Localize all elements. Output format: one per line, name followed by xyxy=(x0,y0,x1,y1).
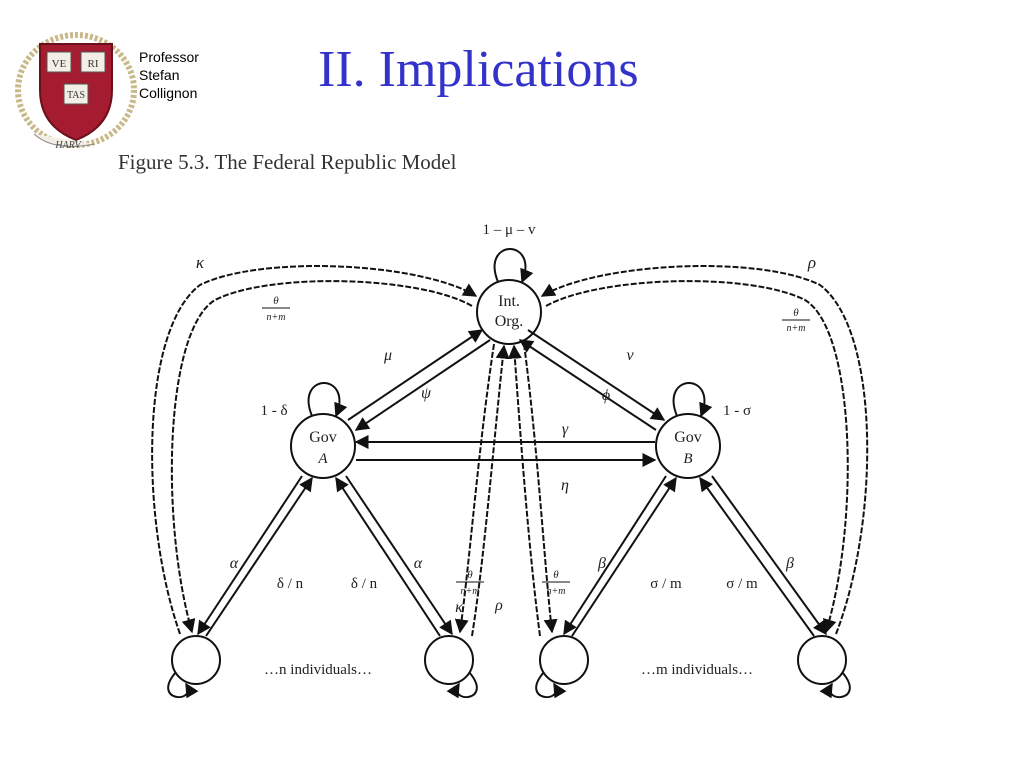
dashed-m-to-int xyxy=(507,344,541,637)
self-loop-gov-b xyxy=(672,382,713,418)
label-kappa: κ xyxy=(196,253,205,272)
arrow-ind-to-gov-a xyxy=(335,476,441,637)
logo-text-ve: VE xyxy=(52,58,67,70)
arrow-gov-a-to-int xyxy=(347,329,484,421)
author-block: Professor Stefan Collignon xyxy=(139,48,199,102)
label-alpha-left: α xyxy=(230,555,239,572)
node-individual xyxy=(539,635,589,685)
arrow-int-to-gov-b xyxy=(527,329,666,421)
self-loop-individual xyxy=(819,671,851,699)
author-line: Collignon xyxy=(139,85,198,101)
self-loop-individual xyxy=(167,671,199,699)
self-loop-gov-a xyxy=(307,382,348,418)
svg-text:n+m: n+m xyxy=(267,312,286,323)
label-delta-n-right: δ / n xyxy=(351,576,378,592)
arrow-gov-b-to-ind xyxy=(711,475,827,636)
dashed-int-to-n xyxy=(454,343,495,634)
label-gamma: γ xyxy=(562,421,569,438)
group-m-label: …m individuals… xyxy=(641,662,753,678)
node-gov-b xyxy=(655,413,721,479)
label-self-b: 1 - σ xyxy=(723,403,751,419)
arrow-ind-to-gov-a xyxy=(205,476,313,637)
label-rho-inner: ρ xyxy=(494,597,503,614)
slide-title: II. Implications xyxy=(318,41,639,98)
node-individual xyxy=(171,635,221,685)
figure-caption: Figure 5.3. The Federal Republic Model xyxy=(118,150,457,174)
svg-text:θ: θ xyxy=(793,307,799,319)
label-sigma-m-left: σ / m xyxy=(650,576,682,592)
label-mu: μ xyxy=(383,347,392,364)
fraction-theta-mid-left: θ n+m xyxy=(456,569,484,597)
gov-a-label-2: A xyxy=(317,451,328,467)
label-self-a: 1 - δ xyxy=(260,403,287,419)
label-kappa-inner: κ xyxy=(455,599,463,616)
label-eta: η xyxy=(561,477,569,494)
arrow-gov-b-to-ind xyxy=(563,475,667,636)
author-line: Professor xyxy=(139,49,199,65)
label-delta-n-left: δ / n xyxy=(277,576,304,592)
svg-text:θ: θ xyxy=(273,295,279,307)
svg-text:n+m: n+m xyxy=(461,586,480,597)
int-org-label-2: Org. xyxy=(495,313,524,330)
dashed-kappa-outer xyxy=(151,265,478,635)
fraction-theta-left: θ n+m xyxy=(262,295,290,323)
int-org-label-1: Int. xyxy=(498,293,520,310)
gov-b-label-1: Gov xyxy=(674,429,702,446)
gov-b-label-2: B xyxy=(683,451,692,467)
arrow-int-to-gov-a xyxy=(354,339,491,431)
svg-text:θ: θ xyxy=(467,569,473,581)
harvard-crest-logo: VE RI TAS HARV xyxy=(15,32,137,148)
label-rho: ρ xyxy=(807,253,816,272)
svg-text:θ: θ xyxy=(553,569,559,581)
arrow-ind-to-gov-b xyxy=(571,476,677,637)
logo-text-harv: HARV xyxy=(54,140,82,148)
author-line: Stefan xyxy=(139,67,180,83)
label-phi: ϕ xyxy=(602,387,610,404)
dashed-rho-outer xyxy=(540,265,869,635)
arrow-gov-a-to-ind xyxy=(345,475,453,636)
node-individual xyxy=(424,635,474,685)
label-self-int: 1 – μ – v xyxy=(482,222,536,238)
dashed-theta-left xyxy=(170,280,473,634)
logo-text-tas: TAS xyxy=(67,90,85,101)
fraction-theta-mid-right: θ n+m xyxy=(542,569,570,597)
gov-a-label-1: Gov xyxy=(309,429,337,446)
label-beta-right: β xyxy=(785,555,794,572)
self-loop-individual xyxy=(446,671,478,699)
self-loop-int-org xyxy=(493,248,534,284)
label-sigma-m-right: σ / m xyxy=(726,576,758,592)
label-v: v xyxy=(626,347,634,364)
svg-text:n+m: n+m xyxy=(547,586,566,597)
arrow-ind-to-gov-b xyxy=(699,476,815,637)
node-int-org xyxy=(476,279,542,345)
logo-text-ri: RI xyxy=(88,58,99,70)
node-individual xyxy=(797,635,847,685)
arrow-gov-b-to-int xyxy=(518,339,657,431)
label-beta-left: β xyxy=(597,555,606,572)
label-psi: ψ xyxy=(421,385,432,402)
dashed-int-to-m xyxy=(523,343,558,634)
arrow-gov-a-to-ind xyxy=(197,475,303,636)
fraction-theta-right: θ n+m xyxy=(782,307,810,334)
group-n-label: …n individuals… xyxy=(264,662,372,678)
dashed-n-to-int xyxy=(471,344,510,637)
dashed-theta-right xyxy=(545,280,849,634)
svg-text:n+m: n+m xyxy=(787,323,806,334)
label-alpha-right: α xyxy=(414,555,423,572)
self-loop-individual xyxy=(535,671,567,699)
node-gov-a xyxy=(290,413,356,479)
